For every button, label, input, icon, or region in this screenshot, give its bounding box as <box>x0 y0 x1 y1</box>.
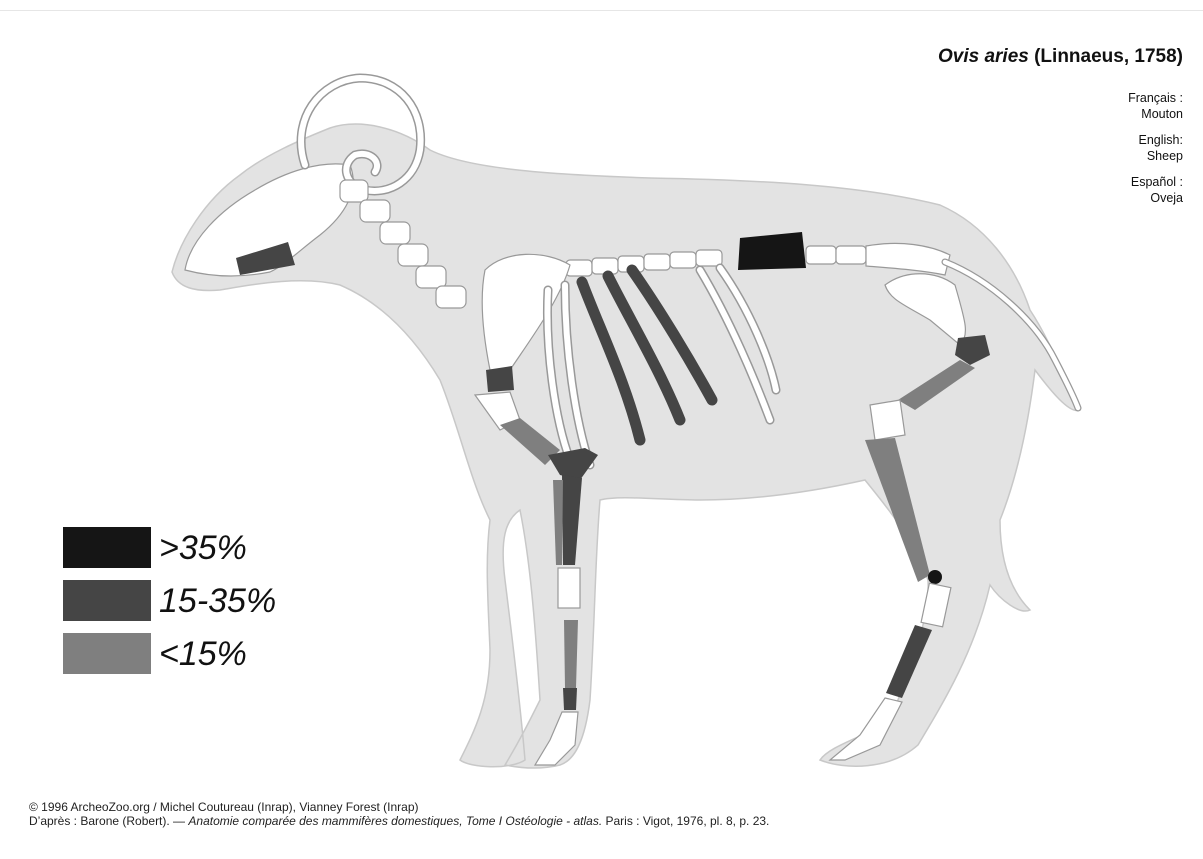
legend-swatch <box>63 580 151 621</box>
common-name: Oveja <box>1128 190 1183 206</box>
species-title: Ovis aries (Linnaeus, 1758) <box>938 46 1183 68</box>
common-name-es: Español : Oveja <box>1128 174 1183 206</box>
credits-suffix: Paris : Vigot, 1976, pl. 8, p. 23. <box>602 814 769 828</box>
patella-tibia-top <box>870 400 905 440</box>
common-names: Français : Mouton English: Sheep Español… <box>1128 90 1183 216</box>
credits-prefix: D’après : Barone (Robert). — <box>29 814 188 828</box>
species-authority: (Linnaeus, 1758) <box>1034 46 1183 67</box>
metacarpal-lt-15 <box>564 620 578 688</box>
language-label: English: <box>1128 132 1183 148</box>
scientific-name: Ovis aries <box>938 46 1029 67</box>
common-name-en: English: Sheep <box>1128 132 1183 164</box>
language-label: Español : <box>1128 174 1183 190</box>
common-name: Mouton <box>1128 106 1183 122</box>
tarsal-over-35 <box>928 570 942 584</box>
legend-swatch <box>63 633 151 674</box>
credits-line-2: D’après : Barone (Robert). — Anatomie co… <box>29 814 769 828</box>
legend-label: 15-35% <box>159 582 276 621</box>
credits-title: Anatomie comparée des mammifères domesti… <box>188 814 602 828</box>
metacarpal-end-15-35 <box>563 688 577 710</box>
legend-label: <15% <box>159 635 247 674</box>
language-label: Français : <box>1128 90 1183 106</box>
credits-line-1: © 1996 ArcheoZoo.org / Michel Coutureau … <box>29 800 769 814</box>
legend-swatch <box>63 527 151 568</box>
legend-label: >35% <box>159 529 247 568</box>
common-name-fr: Français : Mouton <box>1128 90 1183 122</box>
carpals <box>558 568 580 608</box>
lumbar-vertebrae-over-35 <box>738 232 806 270</box>
common-name: Sheep <box>1128 148 1183 164</box>
humerus-head-15-35 <box>486 366 514 392</box>
credits: © 1996 ArcheoZoo.org / Michel Coutureau … <box>29 800 769 828</box>
